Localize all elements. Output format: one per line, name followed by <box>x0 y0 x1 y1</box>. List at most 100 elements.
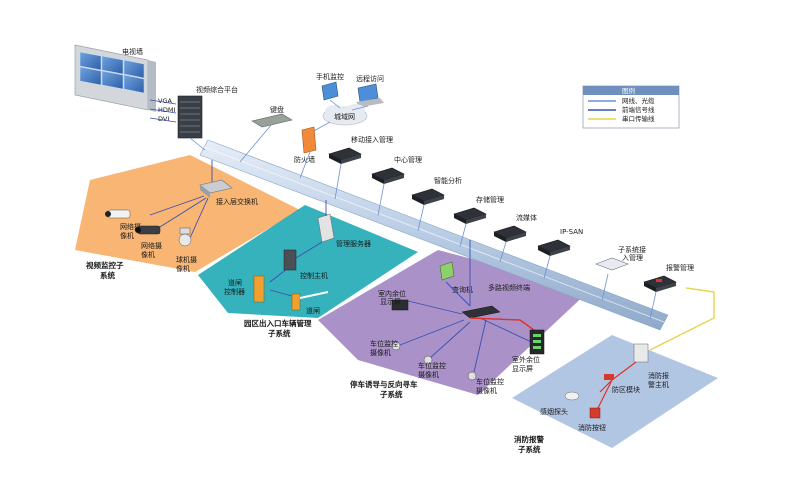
fire-alarm-host: 消防报 警主机 <box>633 343 669 389</box>
legend-item-label: 串口传输线 <box>622 114 655 123</box>
server-device-label: 智能分析 <box>434 176 462 185</box>
ptz-camera-label-b: 像机 <box>176 264 190 273</box>
fire-host-label-a: 消防报 <box>648 371 669 380</box>
legend-item-label: 网线、光缆 <box>622 96 655 105</box>
fire-subsystem-panel <box>512 335 718 448</box>
access-switch: 接入层交换机 <box>199 179 258 206</box>
smoke-detector: 感烟探头 <box>540 391 580 416</box>
legend-item-label: 前端信号线 <box>622 105 655 114</box>
parking-gate-title-1: 园区出入口车辆管理 <box>244 318 312 328</box>
video-wall-ports: VGA HDMI DVI <box>149 97 177 123</box>
mobile-monitor-device: 手机监控 <box>316 72 344 101</box>
remote-access-label: 远程访问 <box>356 74 384 83</box>
gate-controller-label-b: 控制器 <box>224 287 245 296</box>
indoor-display: 室内余位 显示屏 <box>378 289 409 311</box>
ptz-camera: 球机摄 像机 <box>176 227 197 273</box>
server-device: 存储管理 <box>453 195 504 224</box>
fire-subsystem-title-2: 子系统 <box>518 444 541 454</box>
keyboard: 键盘 <box>251 105 293 128</box>
multi-video-terminal-label: 多路视频终端 <box>488 283 530 292</box>
display-signal-line <box>469 317 535 331</box>
query-machine: 查询机 <box>439 261 473 294</box>
server-device: 智能分析 <box>411 176 462 205</box>
server-device: 流媒体 <box>493 213 537 242</box>
video-platform: 视频综合平台 <box>177 85 238 139</box>
server-device-label: 中心管理 <box>394 155 422 164</box>
mobile-monitor-label: 手机监控 <box>316 72 344 81</box>
server-device: IP-SAN <box>537 228 583 256</box>
server-device-label-extra: 入管理 <box>622 253 643 262</box>
mgmt-server-label: 管理服务器 <box>336 239 371 248</box>
space-camera-1: 车位监控 摄像机 <box>370 339 401 357</box>
parking-guide-title-1: 停车诱导与反向寻车 <box>350 379 418 389</box>
backbone-link <box>299 151 311 179</box>
vga-label: VGA <box>158 97 172 105</box>
ptz-camera-label-a: 球机摄 <box>176 255 197 264</box>
hdmi-label: HDMI <box>158 106 176 114</box>
server-device-label: 子系统接 <box>618 245 646 254</box>
space-cam-1-label-b: 摄像机 <box>370 348 391 357</box>
video-wall-label: 电视墙 <box>122 47 143 56</box>
net-camera-1-label-a: 网络摄 <box>120 222 141 231</box>
parking-guide-links <box>399 240 541 373</box>
zone-module: 防区模块 <box>604 374 640 394</box>
parking-gate-subsystem-panel <box>198 205 418 318</box>
server-device-label: IP-SAN <box>560 228 583 236</box>
video-subsystem-panel <box>75 155 300 272</box>
space-cam-2-label-a: 车位监控 <box>418 361 446 370</box>
server-device-label: 移动接入管理 <box>351 135 393 144</box>
server-link <box>377 183 385 216</box>
server-link <box>649 291 657 320</box>
server-device-label: 存储管理 <box>476 195 504 204</box>
space-camera-2: 车位监控 摄像机 <box>418 355 446 379</box>
gate-controller: 道闸 控制器 <box>224 275 265 303</box>
fire-button: 消防按钮 <box>578 407 606 432</box>
net-camera-1-label-b: 像机 <box>120 231 134 240</box>
zone-module-label: 防区模块 <box>612 385 640 394</box>
multi-video-terminal: 多路视频终端 <box>461 283 530 319</box>
legend-title: 图例 <box>622 86 635 95</box>
indoor-display-label-b: 显示屏 <box>380 298 401 306</box>
indoor-display-label-a: 室内余位 <box>378 289 406 298</box>
space-cam-2-label-b: 摄像机 <box>418 370 439 379</box>
net-camera-2-label-b: 像机 <box>141 250 155 259</box>
net-camera-1: 网络摄 像机 <box>105 209 141 240</box>
firewall-label: 防火墙 <box>294 155 315 164</box>
fire-subsystem-title-1: 消防报警 <box>514 434 544 444</box>
space-cam-1-label-a: 车位监控 <box>370 339 398 348</box>
backbone-link <box>189 137 206 151</box>
backbone-link <box>239 123 273 163</box>
server-link <box>459 223 467 247</box>
space-cam-3-label-a: 车位监控 <box>476 377 504 386</box>
parking-gate-links <box>269 200 327 297</box>
wan-label: 城域网 <box>334 112 355 121</box>
server-link <box>417 204 425 231</box>
keyboard-label: 键盘 <box>270 105 284 114</box>
server-device-label: 流媒体 <box>516 213 537 222</box>
smoke-detector-label: 感烟探头 <box>540 407 568 416</box>
control-host: 控制主机 <box>283 249 328 280</box>
server-links <box>189 123 657 320</box>
space-cam-3-label-b: 摄像机 <box>476 386 497 395</box>
net-camera-2-label-a: 网络摄 <box>141 241 162 250</box>
fire-button-label: 消防按钮 <box>578 423 606 432</box>
server-link <box>543 255 551 279</box>
dvi-label: DVI <box>158 115 169 123</box>
server-link <box>601 273 609 301</box>
barrier-label: 道闸 <box>306 306 320 315</box>
outdoor-display-label-a: 室外余位 <box>512 355 540 364</box>
firewall: 防火墙 <box>294 126 317 164</box>
barrier-gate: 道闸 <box>291 291 329 315</box>
network-backbone <box>199 139 669 331</box>
query-machine-label: 查询机 <box>452 285 473 294</box>
platform-label: 视频综合平台 <box>196 85 238 94</box>
outdoor-display: 室外余位 显示屏 <box>512 329 545 373</box>
fire-host-label-b: 警主机 <box>648 380 669 389</box>
control-host-label: 控制主机 <box>300 271 328 280</box>
